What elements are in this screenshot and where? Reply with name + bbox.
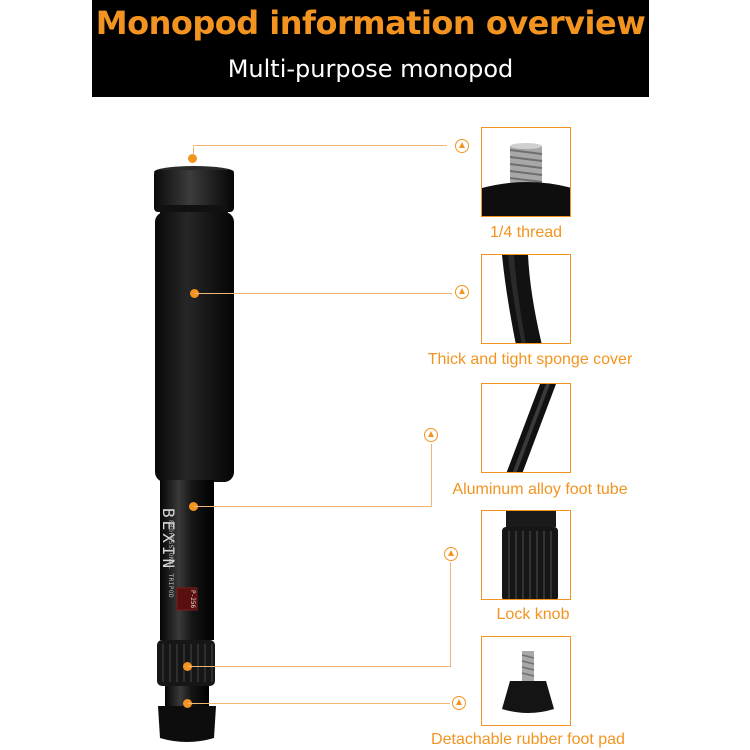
feature-label-thread: 1/4 thread (489, 224, 563, 241)
callout-dot-knob (183, 662, 192, 671)
callout-dot-tube (189, 502, 198, 511)
model-number: P-256 (189, 590, 196, 609)
model-badge (176, 587, 198, 611)
callout-line-tube-v (431, 444, 432, 507)
callout-line-thread-v (193, 145, 194, 155)
marker-icon-sponge (455, 285, 469, 299)
callout-dot-sponge (190, 289, 199, 298)
feature-box-tube (481, 383, 571, 473)
header-banner: Monopod information overview Multi-purpo… (92, 0, 649, 97)
knob-photo (482, 511, 570, 599)
foot-photo (482, 637, 570, 725)
callout-line-sponge (195, 293, 452, 294)
feature-box-foot (481, 636, 571, 726)
banner-title: Monopod information overview (95, 4, 646, 42)
sponge-grip (155, 212, 234, 482)
callout-line-knob-v (450, 562, 451, 667)
top-cap-base (160, 205, 228, 215)
feature-label-tube: Aluminum alloy foot tube (452, 481, 628, 498)
top-cap (154, 170, 234, 212)
banner-subtitle: Multi-purpose monopod (227, 55, 514, 83)
tube-photo (482, 384, 570, 472)
feature-label-knob: Lock knob (496, 606, 570, 623)
marker-icon-knob (444, 547, 458, 561)
lower-tube (165, 686, 209, 706)
feature-box-knob (481, 510, 571, 600)
callout-line-tube-h (194, 506, 432, 507)
callout-line-knob-h (188, 666, 451, 667)
callout-line-thread-h (193, 145, 447, 146)
callout-dot-foot (183, 699, 192, 708)
feature-box-thread (481, 127, 571, 217)
sponge-photo (482, 255, 570, 343)
callout-dot-thread (188, 154, 197, 163)
callout-line-foot (188, 703, 450, 704)
marker-icon-tube (424, 428, 438, 442)
feature-label-sponge: Thick and tight sponge cover (427, 351, 633, 368)
brand-line: PROFESSIONAL TRIPOD (167, 520, 174, 599)
marker-icon-foot (452, 696, 466, 710)
feature-label-foot: Detachable rubber foot pad (431, 731, 625, 748)
thread-photo (482, 128, 570, 216)
marker-icon-thread (455, 139, 469, 153)
rubber-foot (158, 706, 216, 742)
feature-box-sponge (481, 254, 571, 344)
